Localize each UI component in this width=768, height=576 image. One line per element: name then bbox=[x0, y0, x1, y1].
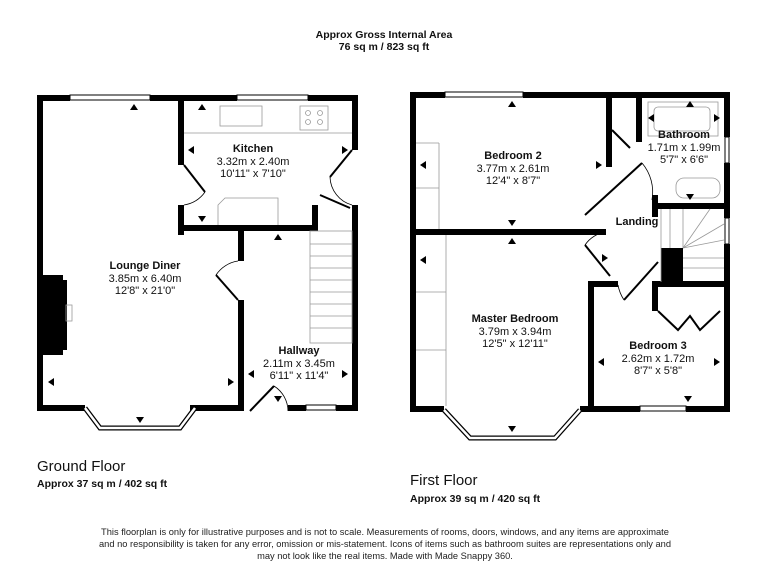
room-imperial: 6'11" x 11'4" bbox=[269, 370, 329, 382]
floor-title: Ground Floor bbox=[37, 458, 126, 475]
first-floor-measure-arrows bbox=[420, 101, 720, 432]
room-metric: 1.71m x 1.99m bbox=[647, 141, 721, 154]
first-floor-caption: First Floor Approx 39 sq m / 420 sq ft bbox=[410, 472, 540, 505]
room-imperial: 12'8" x 21'0" bbox=[114, 285, 176, 297]
disclaimer: This floorplan is only for illustrative … bbox=[80, 526, 690, 562]
first-floor-windows bbox=[442, 91, 730, 441]
ground-floor-plan bbox=[37, 95, 358, 411]
room-label-master-bedroom: Master Bedroom 3.79m x 3.94m 12'5" x 12'… bbox=[450, 313, 580, 351]
disclaimer-line-2: and no responsibility is taken for any e… bbox=[98, 539, 672, 549]
first-floor-doors bbox=[584, 129, 721, 332]
room-metric: 2.11m x 3.45m bbox=[263, 357, 335, 370]
room-imperial: 10'11" x 7'10" bbox=[220, 168, 286, 180]
room-metric: 2.62m x 1.72m bbox=[621, 352, 695, 365]
room-metric: 3.85m x 6.40m bbox=[108, 272, 182, 285]
room-metric: 3.77m x 2.61m bbox=[476, 162, 550, 175]
floor-area: Approx 39 sq m / 420 sq ft bbox=[410, 493, 541, 505]
room-name: Kitchen bbox=[232, 143, 274, 155]
room-label-hallway: Hallway 2.11m x 3.45m 6'11" x 11'4" bbox=[244, 345, 354, 383]
room-metric: 3.32m x 2.40m bbox=[216, 155, 290, 168]
room-name: Hallway bbox=[278, 345, 320, 357]
room-imperial: 5'7" x 6'6" bbox=[659, 154, 709, 166]
room-label-bathroom: Bathroom 1.71m x 1.99m 5'7" x 6'6" bbox=[642, 129, 726, 167]
gia-value: 76 sq m / 823 sq ft bbox=[338, 41, 430, 53]
floor-title: First Floor bbox=[410, 472, 478, 489]
first-floor-plan bbox=[410, 92, 730, 412]
room-imperial: 12'5" x 12'11" bbox=[482, 338, 548, 350]
floor-area: Approx 37 sq m / 402 sq ft bbox=[37, 478, 168, 490]
room-name: Lounge Diner bbox=[109, 260, 181, 272]
gia-title: Approx Gross Internal Area bbox=[315, 29, 453, 41]
ground-floor-fixtures bbox=[65, 105, 353, 344]
ground-floor-doors bbox=[183, 149, 353, 412]
room-label-bedroom-3: Bedroom 3 2.62m x 1.72m 8'7" x 5'8" bbox=[600, 340, 716, 378]
room-label-kitchen: Kitchen 3.32m x 2.40m 10'11" x 7'10" bbox=[198, 143, 308, 181]
room-name: Bathroom bbox=[658, 129, 710, 141]
room-name: Bedroom 2 bbox=[484, 150, 542, 162]
room-label-landing: Landing bbox=[615, 216, 659, 228]
ground-floor-measure-arrows bbox=[48, 104, 348, 423]
room-name: Master Bedroom bbox=[471, 313, 559, 325]
disclaimer-line-1: This floorplan is only for illustrative … bbox=[101, 527, 669, 537]
ground-floor-caption: Ground Floor Approx 37 sq m / 402 sq ft bbox=[37, 458, 167, 490]
room-metric: 3.79m x 3.94m bbox=[478, 325, 552, 338]
room-label-lounge-diner: Lounge Diner 3.85m x 6.40m 12'8" x 21'0" bbox=[90, 260, 200, 298]
room-imperial: 8'7" x 5'8" bbox=[633, 365, 683, 377]
room-label-bedroom-2: Bedroom 2 3.77m x 2.61m 12'4" x 8'7" bbox=[458, 150, 568, 188]
room-name: Bedroom 3 bbox=[629, 340, 687, 352]
room-imperial: 12'4" x 8'7" bbox=[485, 175, 541, 187]
ground-floor-windows bbox=[69, 94, 337, 431]
gross-internal-area: Approx Gross Internal Area 76 sq m / 823… bbox=[0, 29, 768, 53]
disclaimer-line-3: may not look like the real items. Made w… bbox=[257, 551, 513, 561]
